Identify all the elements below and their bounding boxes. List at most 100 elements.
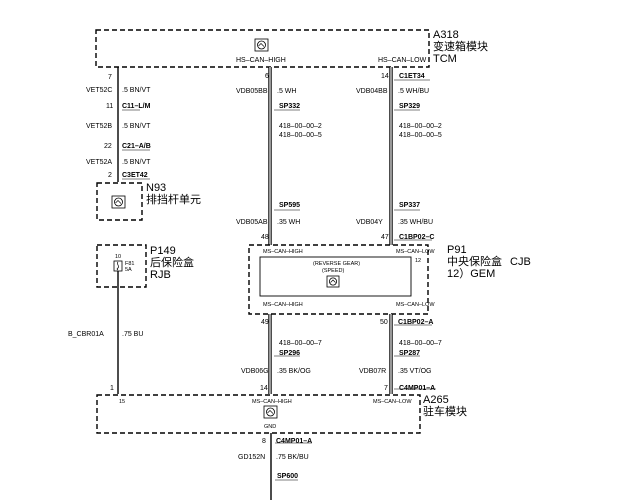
splice-sp287: SP287 <box>399 350 420 357</box>
module-name-en-p149: RJB <box>150 269 171 281</box>
connector-c1et34: C1ET34 <box>399 73 425 80</box>
circuit-vdb07r: VDB07R <box>359 368 386 375</box>
circuit-vdb04y: VDB04Y <box>356 219 383 226</box>
spec-vet52c: .5 BN/VT <box>122 87 151 94</box>
p91-pin-low-2: MS–CAN–LOW <box>396 302 435 308</box>
p91-pin-low: MS–CAN–LOW <box>396 249 435 255</box>
pin-49: 49 <box>261 319 269 326</box>
fuse-id: F81 <box>125 261 134 267</box>
a265-pin-high: MS–CAN–HIGH <box>252 399 292 405</box>
pin-50: 50 <box>380 319 388 326</box>
module-id-n93: N93 <box>146 182 166 194</box>
connector-c21: C21–A/B <box>122 143 151 150</box>
a265-pin-low: MS–CAN–LOW <box>373 399 412 405</box>
module-icon <box>326 275 340 288</box>
module-p149-box <box>96 244 147 288</box>
p91-reverse-gear: (REVERSE GEAR) <box>313 261 360 267</box>
ref-418-00-00-2-right: 418–00–00–2 <box>399 123 442 130</box>
p91-speed: (SPEED) <box>322 268 344 274</box>
spec-vdb04y: .35 WH/BU <box>398 219 433 226</box>
spec-vdb05ab: .35 WH <box>277 219 300 226</box>
circuit-vdb04bb: VDB04BB <box>356 88 388 95</box>
splice-sp595: SP595 <box>279 202 300 209</box>
p91-inner-box <box>259 256 412 297</box>
module-p91-box <box>248 244 429 315</box>
module-icon <box>263 405 278 419</box>
module-name-cn-p149: 后保险盒 <box>150 255 194 269</box>
module-n93: N93 排挡杆单元 <box>96 182 201 221</box>
connector-c1bp02-a: C1BP02–A <box>398 319 433 326</box>
connector-c4mp01-a-bottom: C4MP01–A <box>276 438 312 445</box>
splice-sp332: SP332 <box>279 103 300 110</box>
module-a265-box <box>96 394 421 434</box>
module-name-cn-n93: 排挡杆单元 <box>146 192 201 206</box>
pin-6: 6 <box>265 73 269 80</box>
splice-sp296: SP296 <box>279 350 300 357</box>
connector-c3et42: C3ET42 <box>122 172 148 179</box>
spec-vet52a: .5 BN/VT <box>122 159 151 166</box>
left-wire-path <box>117 67 150 394</box>
pin-11: 11 <box>106 103 113 110</box>
p91-pin-high: MS–CAN–HIGH <box>263 249 303 255</box>
connector-c11: C11–L/M <box>122 103 151 110</box>
pin-label-hs-can-high: HS–CAN–HIGH <box>236 57 286 64</box>
pin-8: 8 <box>262 438 266 445</box>
ref-418-00-00-2-mid: 418–00–00–2 <box>279 123 322 130</box>
module-name-cjb: CJB <box>510 256 531 268</box>
p91-pin-12: 12 <box>415 258 421 264</box>
module-p149: 10 F81 5A P149 后保险盒 RJB <box>96 244 194 288</box>
ref-418-00-00-7-right: 418–00–00–7 <box>399 340 442 347</box>
a265-gnd: GND <box>264 424 276 430</box>
module-name-cn-a318: 变速箱模块 <box>433 39 488 53</box>
splice-sp337: SP337 <box>399 202 420 209</box>
circuit-vdb06g: VDB06G <box>241 368 269 375</box>
fuse-pin-10: 10 <box>115 254 121 260</box>
spec-vet52b: .5 BN/VT <box>122 123 151 130</box>
splice-sp600: SP600 <box>277 473 298 480</box>
pin-47: 47 <box>381 234 389 241</box>
module-id-a318: A318 <box>433 29 459 41</box>
module-name-en-a318: TCM <box>433 53 457 65</box>
pin-14-right: 14 <box>381 73 389 80</box>
spec-vdb06g: .35 BK/OG <box>277 368 311 375</box>
p91-pin-high-2: MS–CAN–HIGH <box>263 302 303 308</box>
spec-vdb05bb: .5 WH <box>277 88 296 95</box>
module-icon <box>254 38 269 52</box>
circuit-vdb05bb: VDB05BB <box>236 88 268 95</box>
circuit-vet52c: VET52C <box>86 87 112 94</box>
pin-22: 22 <box>104 143 112 150</box>
module-id-p149: P149 <box>150 245 176 257</box>
module-a318-box <box>95 29 430 68</box>
spec-vdb07r: .35 VT/OG <box>398 368 431 375</box>
connector-c4mp01-a-top: C4MP01–A <box>399 385 435 392</box>
a265-pin-15: 15 <box>119 399 125 405</box>
ref-418-00-00-7-mid: 418–00–00–7 <box>279 340 322 347</box>
fuse-icon <box>113 260 123 272</box>
pin-14-mid: 14 <box>260 385 268 392</box>
pin-7: 7 <box>108 74 112 81</box>
ground-wire-path <box>270 433 312 500</box>
module-name-cn-p91: 中央保险盒 <box>447 254 502 268</box>
module-p91: MS–CAN–HIGH MS–CAN–LOW (REVERSE GEAR) (S… <box>248 244 531 315</box>
pin-48: 48 <box>261 234 269 241</box>
pin-1: 1 <box>110 385 114 392</box>
module-id-p91: P91 <box>447 244 467 256</box>
spec-gd152n: .75 BK/BU <box>276 454 309 461</box>
pin-2: 2 <box>108 172 112 179</box>
pin-7-right: 7 <box>384 385 388 392</box>
module-a318: HS–CAN–HIGH HS–CAN–LOW A318 变速箱模块 TCM <box>95 29 488 68</box>
fuse-rating: 5A <box>125 267 132 273</box>
connector-c1bp02-c: C1BP02–C <box>399 234 434 241</box>
circuit-gd152n: GD152N <box>238 454 265 461</box>
splice-sp329: SP329 <box>399 103 420 110</box>
circuit-vet52a: VET52A <box>86 159 112 166</box>
module-name-gem: 12）GEM <box>447 267 495 280</box>
module-id-a265: A265 <box>423 394 449 406</box>
pin-label-hs-can-low: HS–CAN–LOW <box>378 57 427 64</box>
module-name-cn-a265: 驻车模块 <box>423 404 467 418</box>
twisted-pair-hs-can <box>268 67 432 245</box>
spec-vdb04bb: .5 WH/BU <box>398 88 429 95</box>
module-a265: 15 MS–CAN–HIGH MS–CAN–LOW GND A265 驻车模块 <box>96 394 467 434</box>
module-n93-box <box>96 182 143 221</box>
